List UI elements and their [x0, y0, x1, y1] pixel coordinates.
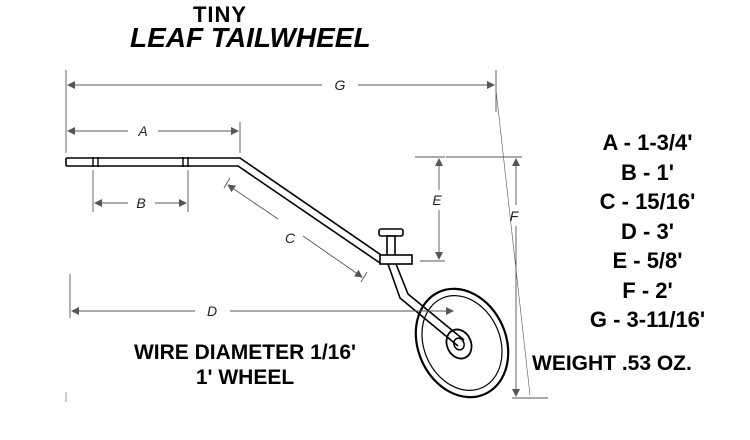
legend-item-b: B - 1': [621, 159, 674, 185]
dim-label-a: A: [137, 123, 147, 139]
dim-label-e: E: [432, 192, 442, 208]
wire-diameter-note: WIRE DIAMETER 1/16': [133, 341, 357, 364]
wheel-size-note: 1' WHEEL: [195, 366, 295, 389]
fork-leg: [387, 263, 465, 347]
dim-label-f: F: [510, 208, 520, 224]
dim-label-d: D: [207, 303, 217, 319]
title-line-1: TINY: [192, 2, 248, 27]
legend-item-c: C - 15/16': [599, 189, 696, 214]
dimension-legend: A - 1-3/4' B - 1' C - 15/16' D - 3' E - …: [555, 128, 740, 335]
weight-note: WEIGHT .53 OZ.: [532, 352, 692, 375]
wheel: [414, 287, 510, 399]
dim-label-g: G: [335, 77, 346, 93]
spec-notes: WIRE DIAMETER 1/16' 1' WHEEL: [70, 340, 420, 390]
legend-item-f: F - 2': [622, 277, 673, 303]
legend-item-e: E - 5/8': [612, 248, 683, 273]
mount-marks: [92, 157, 189, 167]
dim-label-b: B: [136, 195, 145, 211]
pivot-pin: [378, 228, 413, 265]
legend-item-a: A - 1-3/4': [602, 130, 693, 155]
title-line-2: LEAF TAILWHEEL: [130, 22, 371, 53]
leaf-spring: [65, 157, 385, 264]
dimension-letters: G A B C D E F: [136, 77, 519, 319]
dimension-lines: [65, 70, 548, 402]
dim-label-c: C: [285, 230, 296, 246]
legend-item-d: D - 3': [621, 218, 674, 244]
legend-item-g: G - 3-11/16': [589, 307, 706, 332]
